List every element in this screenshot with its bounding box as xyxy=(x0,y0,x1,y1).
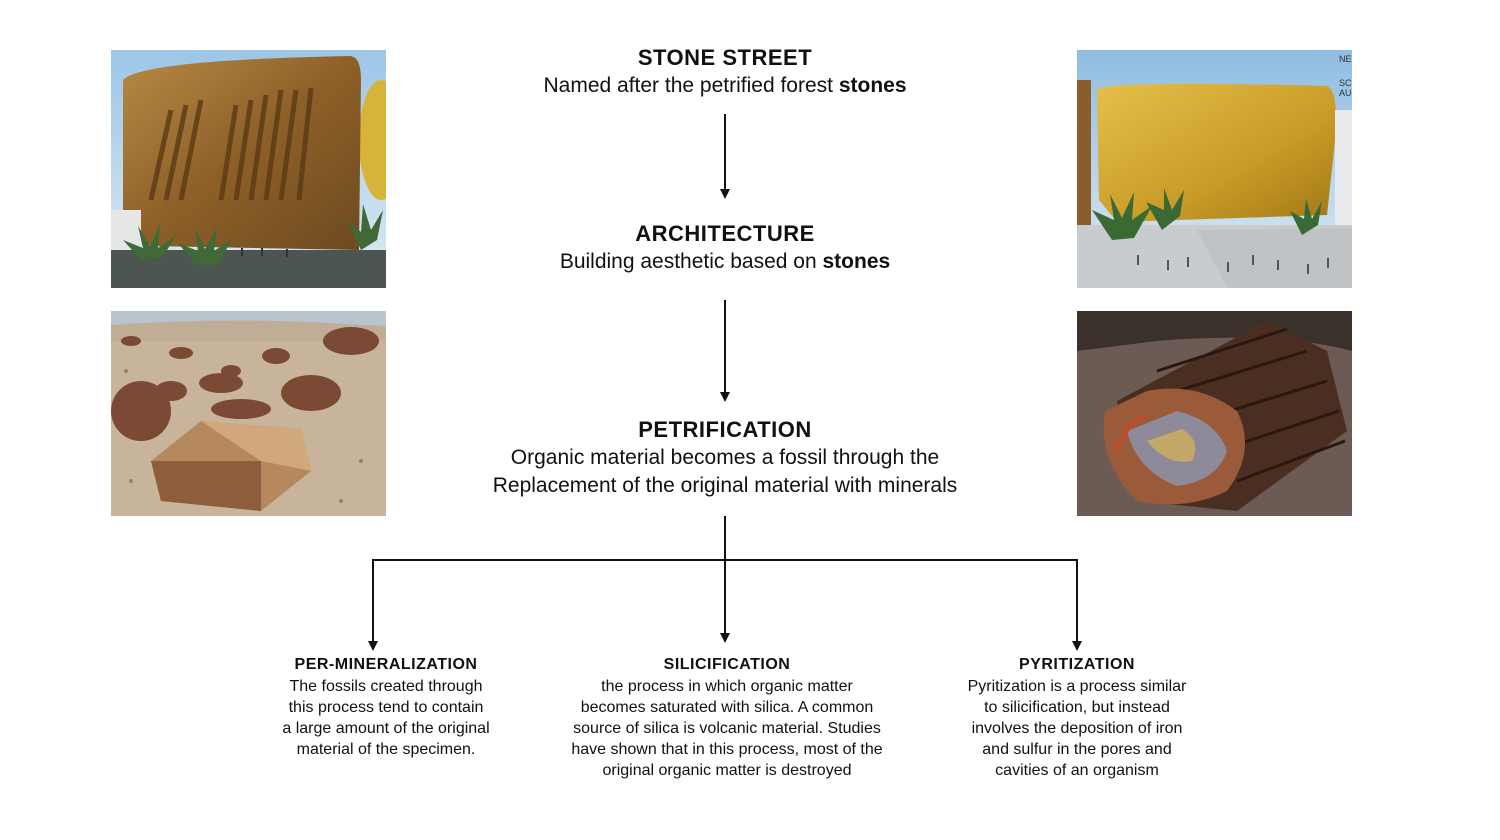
per-mineralization-description: The fossils created through this process… xyxy=(282,678,490,758)
architecture-desc-bold: stones xyxy=(822,250,891,273)
gold-building-photo: NE SC AU xyxy=(1077,50,1352,288)
stone-street-description: Named after the petrified forest stones xyxy=(425,72,1025,100)
petrified-log-photo xyxy=(1077,311,1352,516)
per-mineralization-title: PER-MINERALIZATION xyxy=(294,656,478,673)
petrification-title: PETRIFICATION xyxy=(638,417,812,442)
silicification-node: SILICIFICATION the process in which orga… xyxy=(557,654,897,781)
corner-text-line-1: NE xyxy=(1339,54,1352,64)
petrification-desc-line-2: Replacement of the original material wit… xyxy=(492,474,958,497)
stone-street-node: STONE STREET Named after the petrified f… xyxy=(425,44,1025,100)
stone-street-desc-text: Named after the petrified forest xyxy=(543,74,839,97)
architecture-desc-text: Building aesthetic based on xyxy=(559,250,823,273)
corner-text-line-3: AU xyxy=(1339,88,1352,98)
corner-text-line-2: SC xyxy=(1339,78,1352,88)
architecture-title: ARCHITECTURE xyxy=(635,221,815,246)
petrification-desc-line-1: Organic material becomes a fossil throug… xyxy=(510,446,940,469)
petrification-node: PETRIFICATION Organic material becomes a… xyxy=(425,416,1025,500)
stone-street-title: STONE STREET xyxy=(637,45,813,70)
pyritization-description: Pyritization is a process similar to sil… xyxy=(967,678,1187,779)
silicification-title: SILICIFICATION xyxy=(663,656,791,673)
architecture-node: ARCHITECTURE Building aesthetic based on… xyxy=(425,220,1025,276)
pyritization-node: PYRITIZATION Pyritization is a process s… xyxy=(907,654,1247,781)
stone-street-desc-bold: stones xyxy=(838,74,907,97)
petrified-forest-photo xyxy=(111,311,386,516)
bronze-building-photo xyxy=(111,50,386,288)
architecture-description: Building aesthetic based on stones xyxy=(425,248,1025,276)
silicification-description: the process in which organic matter beco… xyxy=(571,678,883,779)
pyritization-title: PYRITIZATION xyxy=(1019,656,1135,673)
per-mineralization-node: PER-MINERALIZATION The fossils created t… xyxy=(216,654,556,760)
